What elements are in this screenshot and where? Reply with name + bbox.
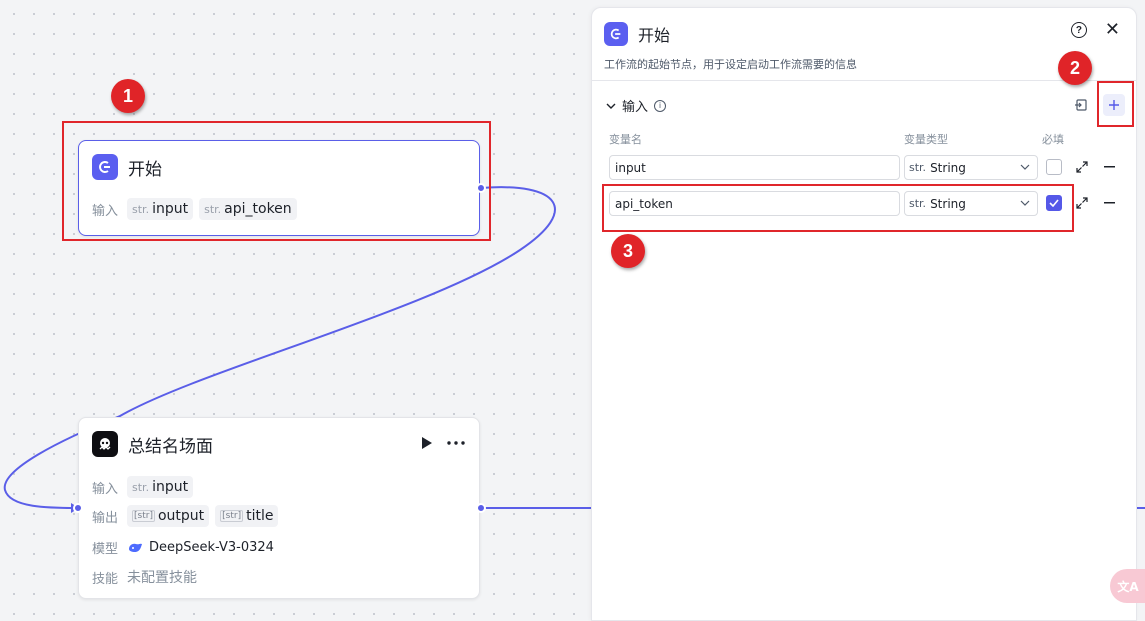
summary-output-tag: [str] output [127, 505, 210, 527]
node-config-panel: 开始 ? ✕ 工作流的起始节点，用于设定启动工作流需要的信息 输入 i 变量名 … [591, 7, 1137, 621]
summary-node-header: 总结名场面 [92, 431, 213, 457]
chevron-down-icon [1020, 164, 1030, 170]
start-node[interactable]: 开始 输入 str. input str. api_token [78, 140, 480, 236]
annotation-badge-2: 2 [1058, 51, 1092, 85]
required-checkbox[interactable] [1046, 159, 1062, 175]
summary-input-label: 输入 [92, 481, 119, 497]
translate-button[interactable]: 文A [1110, 569, 1145, 603]
tag-type: str. [132, 480, 150, 494]
summary-output-tag: [str] title [215, 505, 279, 527]
start-node-output-port[interactable] [476, 183, 486, 193]
skill-label: 技能 [92, 571, 119, 587]
summary-node-output-port[interactable] [476, 503, 486, 513]
run-icon[interactable] [421, 436, 433, 450]
variable-name-input[interactable] [609, 155, 900, 180]
tag-name: api_token [224, 201, 292, 217]
remove-variable-icon[interactable] [1104, 202, 1115, 204]
skill-value: 未配置技能 [127, 570, 198, 586]
summary-node-input-port[interactable] [73, 503, 83, 513]
summary-input-tag: str. input [127, 476, 194, 498]
variable-type-select[interactable]: str. String [904, 155, 1038, 180]
start-input-tag: str. api_token [199, 198, 297, 220]
plus-icon [1109, 100, 1119, 110]
start-input-label: 输入 [92, 203, 119, 219]
summary-node-skills: 技能 未配置技能 [92, 567, 197, 587]
import-icon [1075, 99, 1087, 111]
translate-icon: 文A [1117, 579, 1139, 594]
panel-divider [592, 80, 1136, 81]
input-section-title: 输入 [622, 100, 649, 115]
tag-type: [str] [220, 510, 244, 522]
tag-type: str. [132, 202, 150, 216]
chevron-down-icon [1020, 200, 1030, 206]
add-variable-button[interactable] [1103, 94, 1125, 116]
summary-node-model: 模型 DeepSeek-V3-0324 [92, 538, 274, 557]
deepseek-whale-icon [129, 543, 143, 552]
tag-type: [str] [132, 510, 155, 522]
summary-node-inputs: 输入 str. input [92, 476, 194, 498]
expand-icon[interactable] [1076, 161, 1088, 173]
edge-start-to-summary [3, 186, 556, 509]
panel-title: 开始 [638, 26, 671, 45]
type-prefix: str. [909, 197, 927, 210]
model-name: DeepSeek-V3-0324 [149, 540, 274, 555]
variable-type-select[interactable]: str. String [904, 191, 1038, 216]
column-header-type: 变量类型 [904, 133, 948, 146]
more-options-icon[interactable] [447, 441, 465, 445]
tag-name: title [246, 508, 274, 524]
summary-node-title: 总结名场面 [128, 436, 213, 457]
type-prefix: str. [909, 161, 927, 174]
panel-tools: ? ✕ [1070, 19, 1120, 40]
summary-llm-node[interactable]: 总结名场面 输入 str. input 输出 [str] output [str… [78, 417, 480, 599]
annotation-badge-3: 3 [611, 234, 645, 268]
chevron-down-icon[interactable] [606, 102, 616, 110]
help-icon[interactable]: ? [1070, 22, 1087, 38]
checkmark-icon [1049, 199, 1059, 207]
column-header-required: 必填 [1042, 133, 1064, 146]
summary-output-label: 输出 [92, 510, 119, 526]
tag-name: output [157, 508, 205, 524]
variable-name-input[interactable] [609, 191, 900, 216]
model-label: 模型 [92, 542, 119, 557]
tag-name: input [152, 201, 189, 217]
annotation-badge-1: 1 [111, 79, 145, 113]
start-node-inputs: 输入 str. input str. api_token [92, 198, 297, 220]
start-node-header: 开始 [92, 154, 162, 180]
input-section-header[interactable]: 输入 i [606, 96, 667, 115]
annotation-box-2 [1097, 81, 1134, 127]
required-checkbox[interactable] [1046, 195, 1062, 211]
type-value: String [930, 160, 966, 175]
summary-node-outputs: 输出 [str] output [str] title [92, 505, 279, 527]
info-icon[interactable]: i [654, 99, 667, 112]
annotation-box-3 [602, 184, 1074, 232]
column-header-name: 变量名 [609, 133, 642, 146]
tag-name: input [152, 479, 189, 495]
start-node-title: 开始 [128, 159, 162, 180]
panel-description: 工作流的起始节点，用于设定启动工作流需要的信息 [604, 58, 857, 71]
remove-variable-icon[interactable] [1104, 166, 1115, 168]
expand-icon[interactable] [1076, 197, 1088, 209]
start-node-icon [604, 22, 628, 46]
tag-type: str. [204, 202, 222, 216]
import-variables-button[interactable] [1070, 94, 1092, 116]
panel-header: 开始 [604, 22, 670, 46]
type-value: String [930, 196, 966, 211]
close-icon[interactable]: ✕ [1104, 19, 1120, 40]
start-node-icon [92, 154, 118, 180]
llm-node-icon [92, 431, 118, 457]
start-input-tag: str. input [127, 198, 194, 220]
annotation-box-1 [62, 121, 491, 241]
summary-node-actions [421, 436, 465, 450]
